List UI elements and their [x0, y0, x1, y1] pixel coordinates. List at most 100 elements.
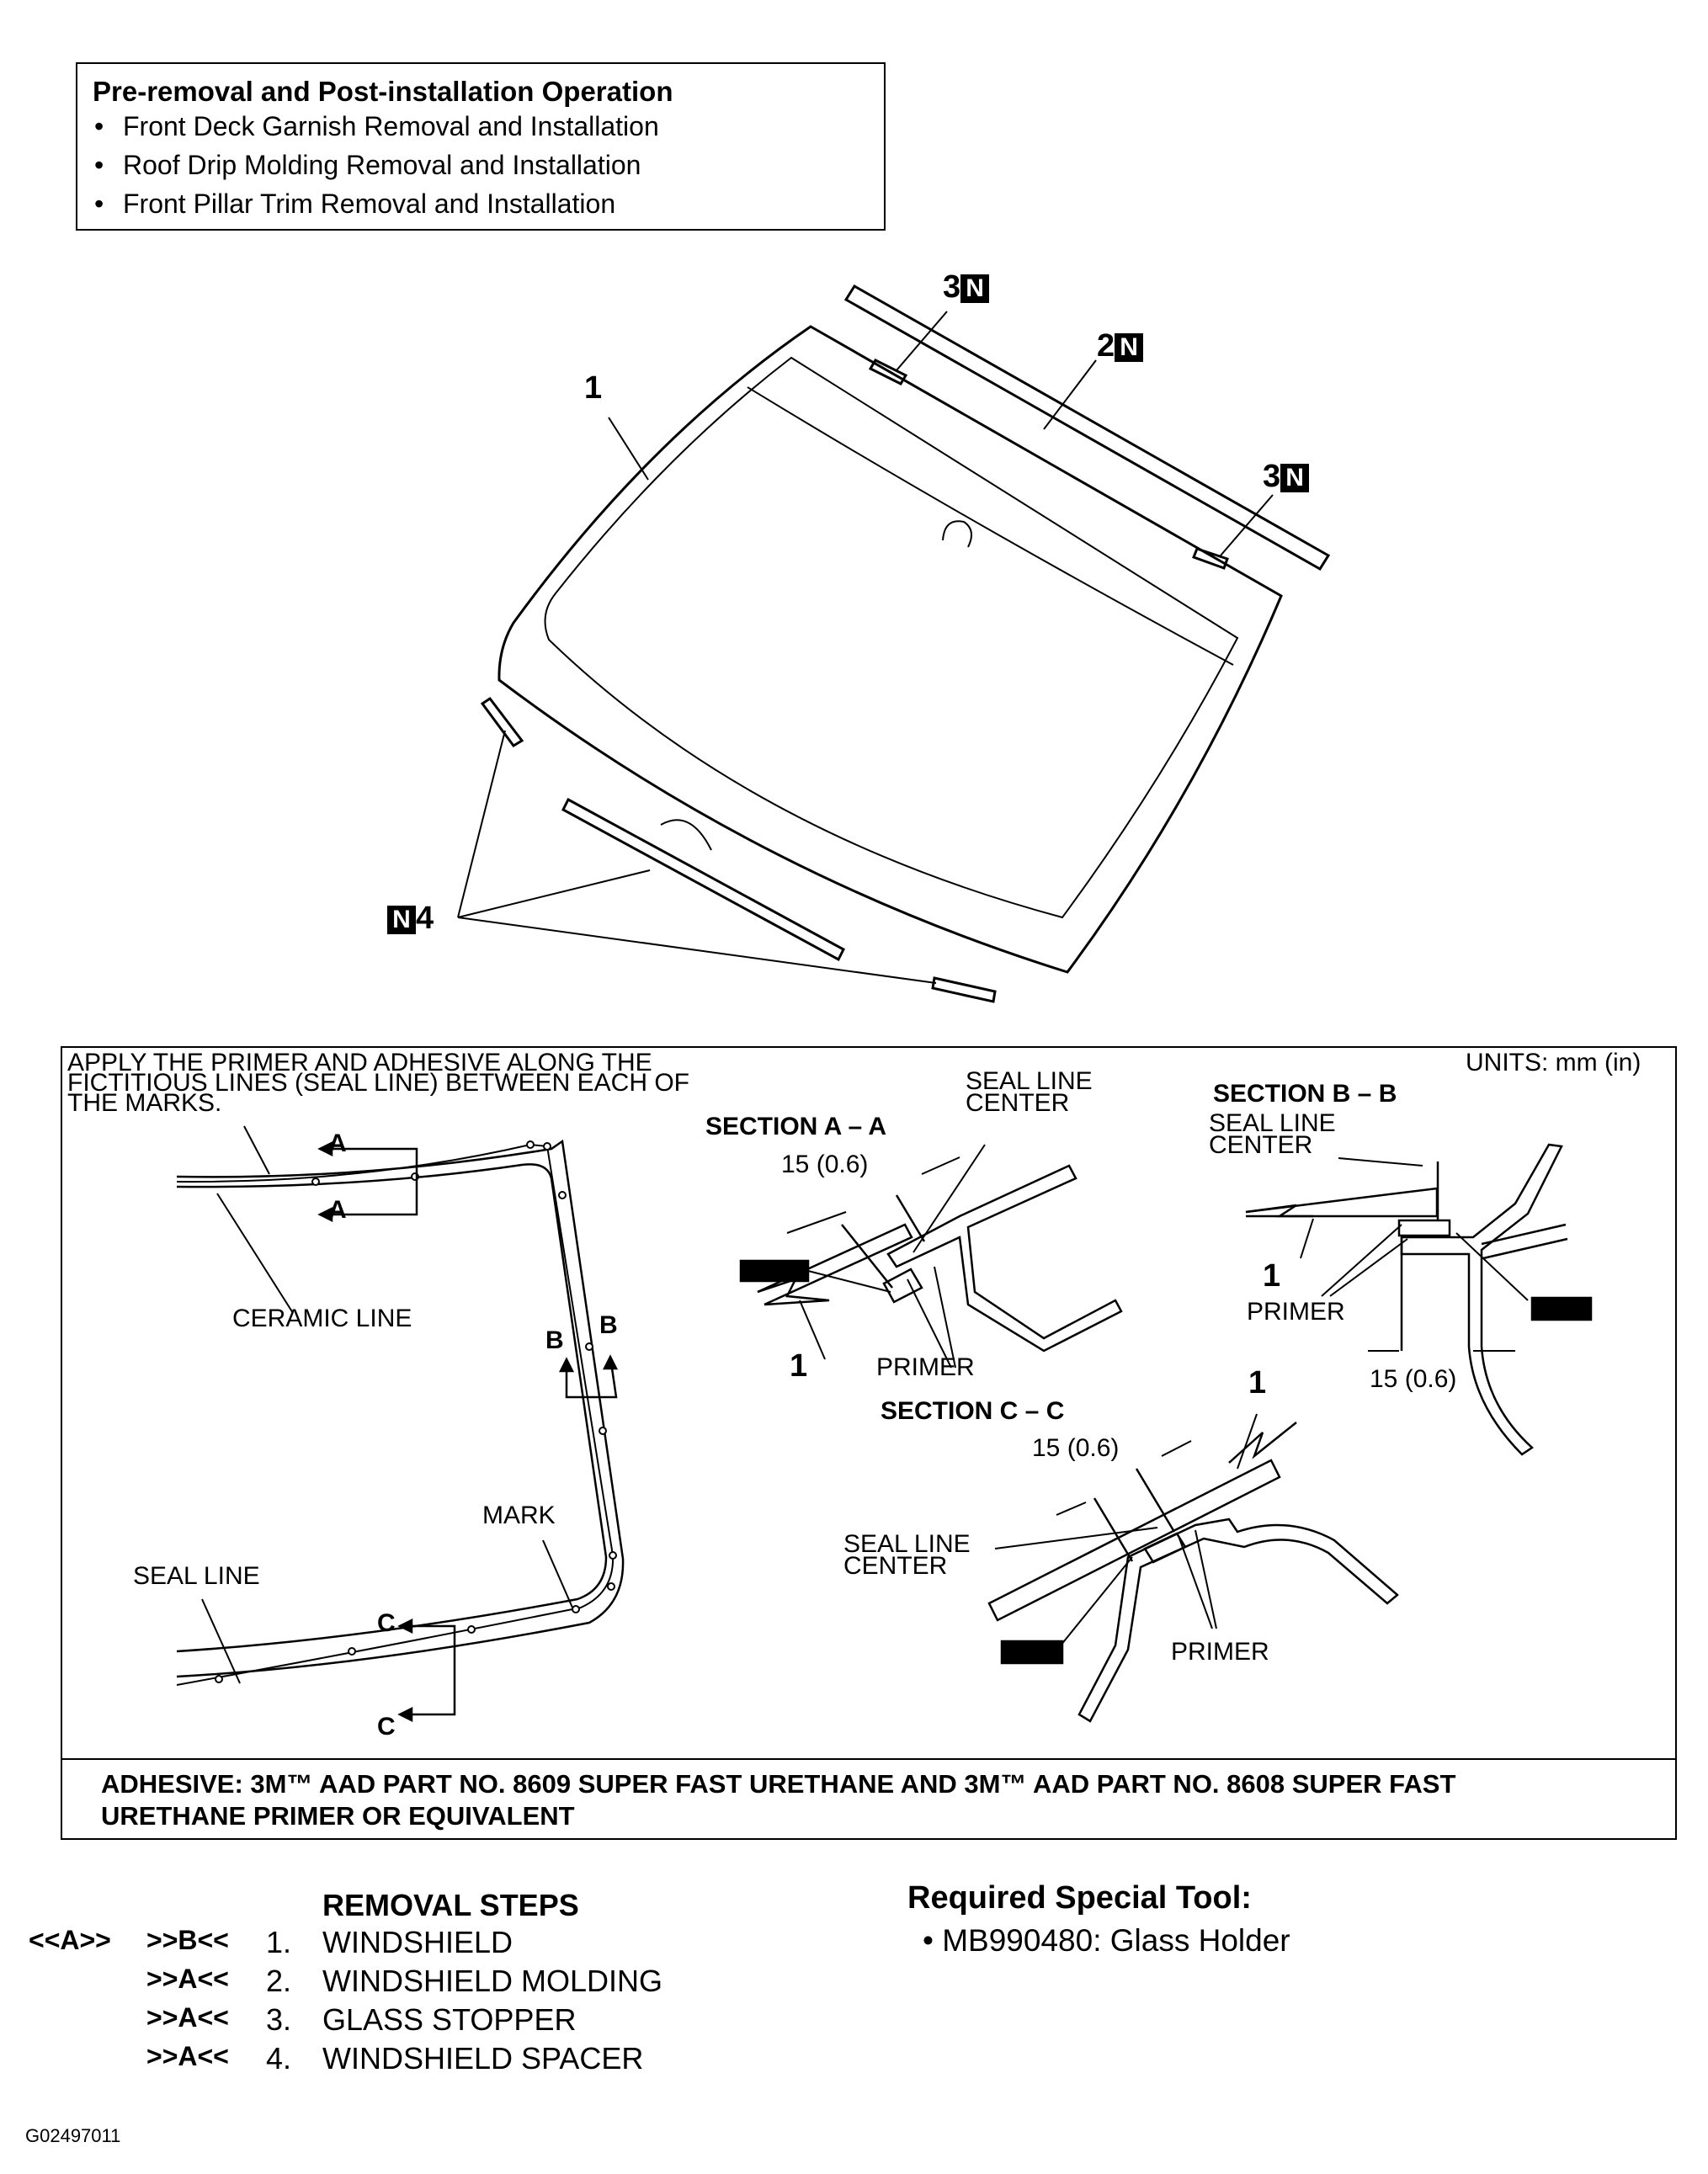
seal-mark	[348, 1647, 356, 1656]
seal-mark	[607, 1582, 615, 1591]
windshield-spacer-right	[931, 976, 997, 1003]
section-b-break	[1245, 1204, 1313, 1218]
section-a-dim-arrow	[921, 1156, 960, 1175]
leader-ceramic	[216, 1193, 294, 1314]
section-c-leader-center	[994, 1527, 1158, 1549]
windshield-molding	[843, 284, 1331, 571]
section-b-arrow	[558, 1357, 575, 1373]
seal-mark	[311, 1177, 320, 1186]
section-b-cut-line	[565, 1356, 618, 1399]
section-a-leader-primer	[934, 1266, 956, 1369]
pre-removal-box: Pre-removal and Post-installation Operat…	[76, 62, 886, 231]
section-c-part-number: 1	[1248, 1365, 1267, 1401]
section-a-letter: A	[328, 1130, 347, 1157]
section-b-flange	[1482, 1237, 1568, 1260]
leader-mark	[542, 1539, 573, 1608]
section-b-arrow	[602, 1354, 619, 1370]
section-c-dim-leader	[1093, 1497, 1134, 1562]
section-b-glass	[1245, 1187, 1439, 1218]
section-b-title: SECTION B – B	[1213, 1080, 1397, 1108]
section-c-primer-label: PRIMER	[1171, 1638, 1269, 1666]
section-c-glue-gun	[1000, 1640, 1064, 1665]
section-a-leader-glass	[799, 1300, 826, 1360]
section-a-break	[757, 1277, 830, 1306]
section-c-dimension: 15 (0.6)	[1032, 1434, 1120, 1462]
mark-label: MARK	[482, 1502, 556, 1529]
seal-mark	[215, 1675, 223, 1683]
instruction-text: APPLY THE PRIMER AND ADHESIVE ALONG THE …	[67, 1049, 689, 1117]
section-a-glue-gun	[739, 1259, 810, 1283]
section-a-part-number: 1	[790, 1348, 808, 1384]
seal-mark	[543, 1142, 551, 1151]
special-tool-item: • MB990480: Glass Holder	[923, 1923, 1290, 1958]
section-c-letter: C	[377, 1713, 396, 1741]
new-part-mark: N	[1280, 463, 1310, 492]
pre-removal-item: •Roof Drip Molding Removal and Installat…	[94, 150, 641, 180]
section-c-drawing	[987, 1413, 1399, 1723]
section-a-arrow	[317, 1140, 333, 1157]
pre-removal-title: Pre-removal and Post-installation Operat…	[93, 76, 673, 107]
windshield-spacer-middle	[561, 797, 845, 962]
windshield-inner-edge	[544, 356, 1239, 919]
seal-mark	[609, 1551, 617, 1560]
ceramic-line-label: CERAMIC LINE	[232, 1305, 412, 1332]
section-b-part-number: 1	[1263, 1258, 1281, 1294]
seal-mark	[599, 1427, 607, 1435]
section-c-seal-line-center: SEAL LINE CENTER	[843, 1530, 971, 1580]
leader-4c	[457, 917, 937, 984]
new-part-mark: N	[1115, 332, 1144, 362]
section-a-arrow	[317, 1206, 333, 1223]
section-a-glass	[757, 1223, 913, 1306]
exploded-view-drawing	[457, 284, 1331, 1003]
units-label: UNITS: mm (in)	[1466, 1049, 1641, 1076]
seal-mark	[467, 1625, 476, 1634]
seal-mark	[572, 1605, 580, 1613]
windshield-spacer-left	[480, 696, 524, 747]
section-b-leader-gun	[1455, 1232, 1529, 1301]
section-c-title: SECTION C – C	[881, 1397, 1065, 1425]
leader-seal	[201, 1598, 241, 1684]
section-a-dim-arrow	[786, 1211, 847, 1234]
section-a-dim-leader	[841, 1224, 893, 1289]
section-b-glue-gun	[1530, 1296, 1593, 1321]
section-c-glass	[987, 1459, 1281, 1622]
figure-id: G02497011	[25, 2125, 121, 2146]
section-b-drawing	[1245, 1143, 1593, 1456]
section-a-dimension: 15 (0.6)	[781, 1151, 869, 1178]
windshield-tint-band	[747, 386, 1234, 666]
new-part-mark: N	[387, 905, 416, 934]
section-b-urethane	[1397, 1219, 1451, 1237]
section-a-dim-leader	[895, 1194, 926, 1242]
section-b-leader-glass	[1300, 1218, 1314, 1259]
ceramic-line	[176, 1163, 608, 1653]
special-tool-title: Required Special Tool:	[907, 1880, 1252, 1916]
seal-line-drawing	[176, 1125, 1593, 1723]
seal-line	[176, 1143, 615, 1686]
section-a-leader-gun	[807, 1270, 891, 1293]
glass-stopper-upper	[868, 359, 908, 385]
section-c-break	[1228, 1422, 1297, 1464]
section-b-leader-primer	[1321, 1224, 1402, 1297]
section-a-leader-primer	[907, 1278, 952, 1369]
leader-4a	[457, 730, 506, 918]
leader-1	[608, 417, 649, 481]
seal-mark	[558, 1191, 567, 1199]
section-a-primer-label: PRIMER	[876, 1353, 975, 1381]
section-b-letter: B	[599, 1311, 618, 1339]
section-b-leader-primer	[1329, 1238, 1408, 1297]
leader-3a	[896, 311, 948, 371]
section-b-letter: B	[545, 1326, 564, 1354]
windshield-bottom-bump	[660, 819, 712, 851]
section-c-cut-line	[400, 1624, 456, 1716]
section-a-seal-line-center: SEAL LINE CENTER	[966, 1067, 1093, 1117]
leader-2	[1043, 359, 1097, 430]
section-c-dim-arrow	[1056, 1502, 1087, 1516]
section-b-body	[1400, 1143, 1563, 1456]
section-c-leader-primer	[1195, 1529, 1217, 1629]
section-c-leader-glass	[1237, 1413, 1258, 1470]
section-c-letter: C	[377, 1609, 396, 1637]
section-b-flange	[1481, 1223, 1567, 1246]
